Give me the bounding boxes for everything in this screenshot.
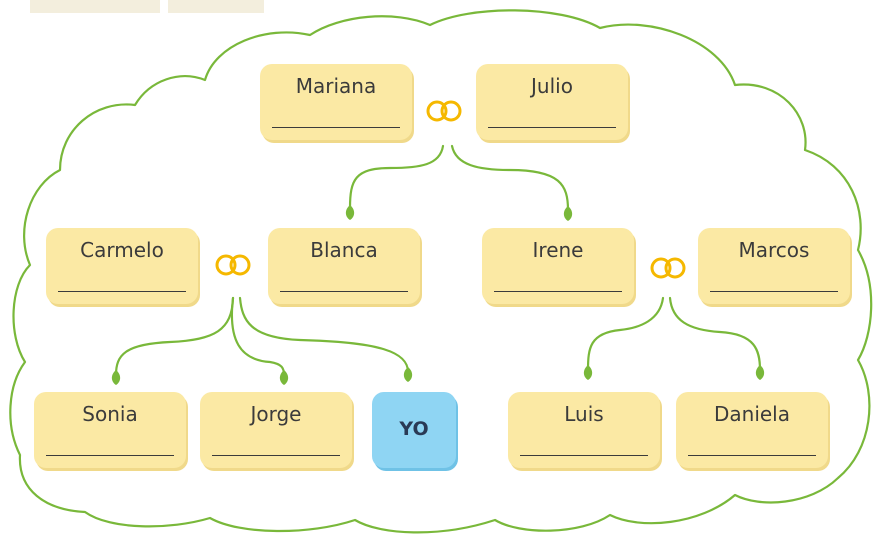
branch-to-jorge: [230, 296, 286, 377]
answer-line: [212, 455, 340, 456]
person-name: Irene: [532, 238, 584, 262]
leaf-marker-daniela: [755, 365, 765, 380]
person-card-carmelo: Carmelo: [46, 228, 198, 304]
person-card-julio: Julio: [476, 64, 628, 140]
person-name: Daniela: [713, 402, 790, 426]
answer-line: [710, 291, 838, 292]
answer-line: [688, 455, 816, 456]
person-name: Blanca: [310, 238, 378, 262]
person-card-jorge: Jorge: [200, 392, 352, 468]
branch-to-luis: [586, 296, 665, 372]
leaf-marker-yo: [403, 367, 413, 382]
wedding-rings-icon-left: [215, 254, 251, 276]
person-name: Sonia: [82, 402, 138, 426]
leaf-marker-blanca: [345, 205, 355, 220]
person-card-mariana: Mariana: [260, 64, 412, 140]
person-card-daniela: Daniela: [676, 392, 828, 468]
person-name: Mariana: [295, 74, 377, 98]
leaf-marker-sonia: [111, 370, 121, 385]
cloud-outline: [9, 9, 873, 534]
person-name: Julio: [531, 74, 573, 98]
branch-to-daniela: [668, 296, 762, 372]
answer-line: [494, 291, 622, 292]
answer-line: [272, 127, 400, 128]
person-name: Marcos: [738, 238, 810, 262]
person-name: Carmelo: [80, 238, 164, 262]
leaf-marker-irene: [563, 206, 573, 221]
branch-to-yo: [238, 296, 410, 374]
person-name: Luis: [564, 402, 604, 426]
person-card-blanca: Blanca: [268, 228, 420, 304]
answer-line: [488, 127, 616, 128]
answer-line: [520, 455, 648, 456]
person-card-luis: Luis: [508, 392, 660, 468]
header-strip-right: [168, 0, 264, 13]
answer-line: [58, 291, 186, 292]
leaf-marker-jorge: [279, 370, 289, 385]
person-name: Jorge: [250, 402, 302, 426]
leaf-marker-luis: [583, 365, 593, 380]
person-card-irene: Irene: [482, 228, 634, 304]
header-strip-left: [30, 0, 160, 13]
wedding-rings-icon-right: [650, 257, 686, 279]
answer-line: [280, 291, 408, 292]
person-card-marcos: Marcos: [698, 228, 850, 304]
branch-to-irene: [450, 144, 570, 212]
self-label: YO: [399, 418, 429, 440]
answer-line: [46, 455, 174, 456]
wedding-rings-icon-top: [426, 100, 462, 122]
person-card-self: YO: [372, 392, 456, 468]
person-card-sonia: Sonia: [34, 392, 186, 468]
branch-to-blanca: [348, 144, 445, 210]
branch-to-sonia: [114, 296, 235, 377]
